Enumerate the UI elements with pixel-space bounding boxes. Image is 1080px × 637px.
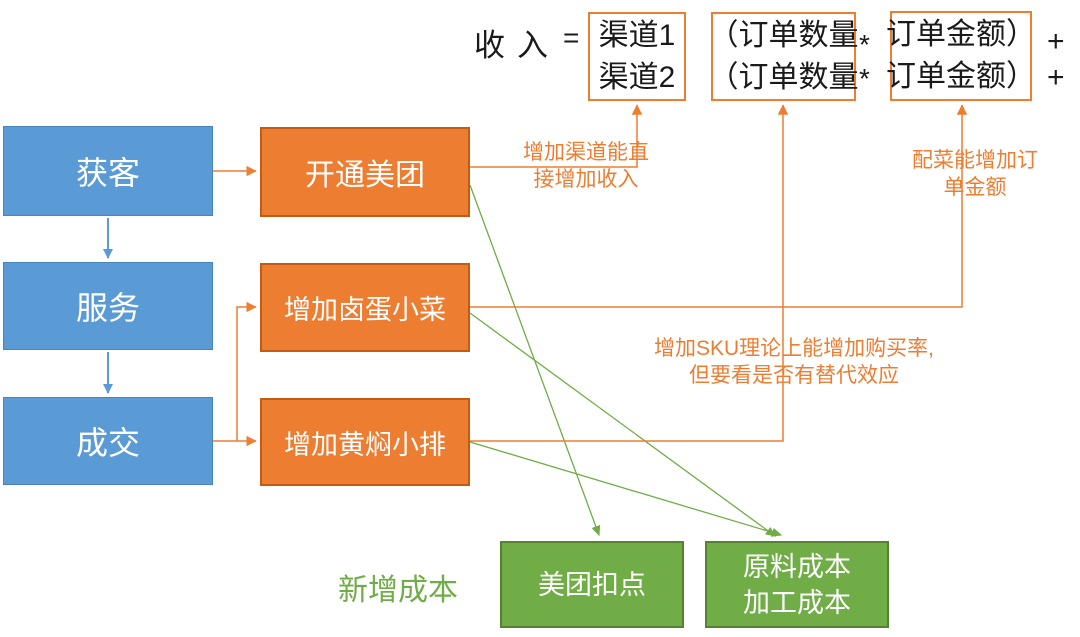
qty-1: （订单数量 [708,18,859,52]
cost-meituan-cut-label: 美团扣点 [538,569,646,600]
channel-2: 渠道2 [598,60,676,94]
funnel-box-deal: 成交 [3,397,213,485]
formula-equals: = [563,22,580,53]
link-sidedish-to-raw [469,312,777,537]
funnel-box-serve: 服务 [3,262,213,350]
amount-2: 订单金额） [886,60,1036,93]
formula-amount-box: 订单金额） 订单金额） [886,11,1036,101]
action-box-open-meituan: 开通美团 [260,127,470,217]
link-sidedish-to-amount [470,104,968,308]
cost-raw-label: 原料成本 [743,551,851,582]
formula-qty-box: （订单数量 （订单数量 [708,12,859,101]
cost-processing-label: 加工成本 [743,587,851,618]
qty-2: （订单数量 [708,60,859,94]
funnel-acquire-label: 获客 [75,155,140,191]
link-deal-to-sidedish [236,301,257,441]
formula-times-2: * [859,63,870,94]
annotation-side-dish-line2: 单金额 [943,176,1007,199]
annotation-side-dish-line1: 配菜能增加订 [912,149,1038,172]
funnel-serve-label: 服务 [75,290,140,326]
action-links [213,104,968,447]
funnel-deal-label: 成交 [75,425,140,461]
action-add-side-dish-label: 增加卤蛋小菜 [284,295,446,325]
annotation-channel-line2: 接增加收入 [533,168,639,191]
formula-times-1: * [859,29,870,60]
formula-lhs: 收入 [474,28,560,63]
annotation-side-dish: 配菜能增加订 单金额 [875,147,1075,201]
annotation-channel: 增加渠道能直 接增加收入 [486,139,686,193]
action-box-add-side-dish: 增加卤蛋小菜 [260,263,470,352]
action-add-ribs-label: 增加黄焖小排 [284,429,446,460]
link-ribs-to-qty [470,104,789,442]
annotation-channel-line1: 增加渠道能直 [523,141,649,164]
cost-links [469,184,783,537]
formula-channel-box: 渠道1 渠道2 [588,12,686,101]
annotation-sku-line2: 但要看是否有替代效应 [689,364,899,387]
formula-plus-2: + [1047,61,1065,94]
channel-1: 渠道1 [598,18,676,52]
funnel-box-acquire: 获客 [3,126,213,216]
cost-box-meituan-cut: 美团扣点 [500,541,684,628]
annotation-sku-line1: 增加SKU理论上能增加购买率, [653,337,934,360]
annotation-sku: 增加SKU理论上能增加购买率, 但要看是否有替代效应 [594,335,994,389]
action-open-meituan-label: 开通美团 [305,159,425,192]
link-meituan-to-channel [470,104,643,168]
formula-plus-1: + [1047,25,1065,58]
cost-box-raw-processing: 原料成本 加工成本 [705,541,889,628]
link-ribs-to-raw [469,441,783,537]
action-box-add-ribs: 增加黄焖小排 [260,398,470,486]
amount-1: 订单金额） [886,18,1036,51]
new-cost-label: 新增成本 [338,574,458,607]
